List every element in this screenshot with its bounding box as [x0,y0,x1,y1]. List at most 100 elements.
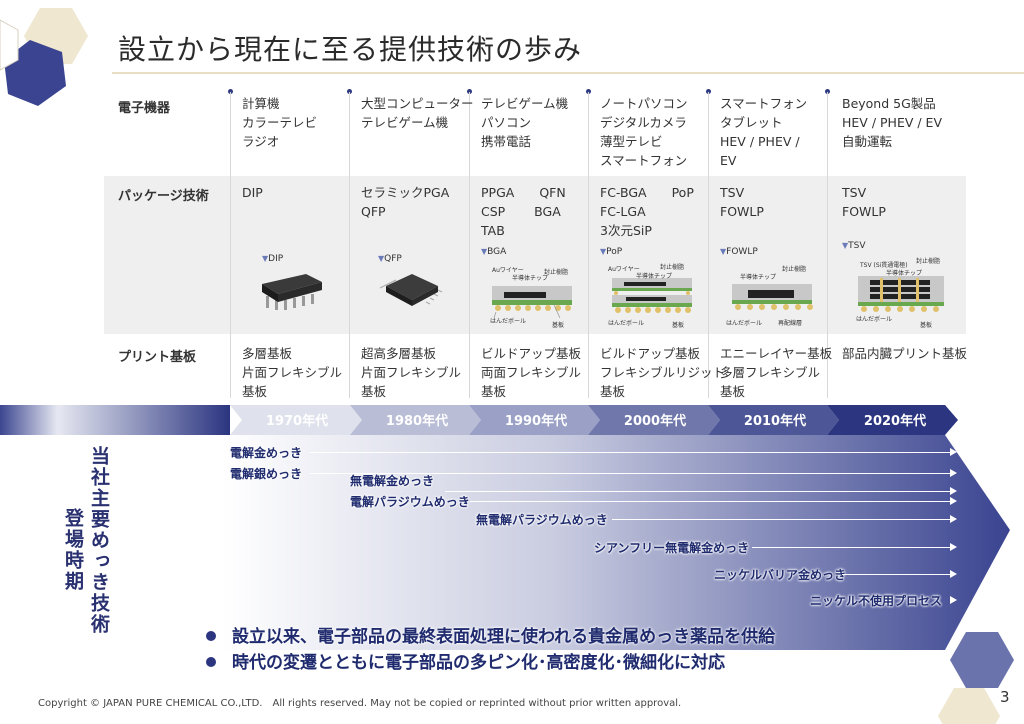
tech-arrow-head [950,497,957,505]
tech-arrow-head [950,596,957,604]
tech-arrow-head [950,469,957,477]
package-image-label: ▼TSV [842,241,866,251]
diagram-label: はんだボール [726,320,763,327]
summary-bullet: 設立以来、電子部品の最終表面処理に使われる貴金属めっき薬品を供給 [206,622,775,647]
vertical-label-main: 当社主要めっき技術 [88,446,110,635]
column-dot [467,89,472,94]
tech-arrow-head [950,448,957,456]
diagram-label: 半導体チップ [886,270,923,277]
pcb-cell: エニーレイヤー基板多層フレキシブル基板 [720,346,833,399]
tech-item: 電解パラジウムめっき [350,495,470,509]
tech-arrow-head [950,570,957,578]
vertical-label-sub: 登場時期 [62,508,84,592]
tech-arrow-line [310,473,950,474]
tech-item: シアンフリー無電解金めっき [594,541,750,555]
tech-arrow-head [950,515,957,523]
pcb-cell: ビルドアップ基板両面フレキシブル基板 [481,346,582,399]
column-dot [347,89,352,94]
decade-label: 2000年代 [623,414,687,429]
tech-item: 電解銀めっき [230,467,303,481]
diagram-label: 半導体チップ [740,274,777,281]
package-image-label: ▼BGA [481,247,507,257]
tech-arrow-line [470,501,950,502]
tech-arrow-line [445,491,950,492]
tech-item: 無電解パラジウムめっき [476,513,608,527]
package-image-label: ▼DIP [262,254,284,264]
diagram-label: 基板 [552,322,565,329]
package-cell: DIP [242,185,263,200]
diagram-label: はんだボール [490,318,527,325]
decade-label: 2010年代 [743,414,807,429]
technology-timeline-arrow [0,435,1010,650]
devices-cell: ノートパソコンデジタルカメラ薄型テレビスマートフォン [600,96,688,168]
tech-arrow-line [612,519,950,520]
diagram-label: 半導体チップ [636,273,673,280]
summary-bullet: 時代の変遷とともに電子部品の多ピン化･高密度化･微細化に対応 [206,648,725,673]
pcb-cell: 部品内臓プリント基板 [842,346,968,361]
diagram-label: 半導体チップ [512,275,549,282]
column-line [827,92,828,398]
pcb-cell: ビルドアップ基板フレキシブルリジット基板 [600,346,726,399]
qfp-chip-image [379,274,443,306]
tech-arrow-line [310,452,950,453]
devices-cell: テレビゲーム機パソコン携帯電話 [481,96,569,149]
row-label-pcb: プリント基板 [118,350,197,365]
diagram-label: 再配線層 [778,320,803,327]
tech-arrow-head [950,487,957,495]
column-dot [706,89,711,94]
diagram-label: 封止樹脂 [660,264,685,271]
tech-arrow-line [842,574,950,575]
package-image-label: ▼PoP [600,247,623,257]
diagram-label: 基板 [920,322,933,329]
package-image-label: ▼FOWLP [720,247,758,257]
diagram-label: 封止樹脂 [544,269,569,276]
decor-hexagons-bottom-right [938,632,1014,724]
column-dot [825,89,830,94]
title-underline [112,72,1024,74]
tech-item: ニッケルバリア金めっき [714,568,847,582]
column-line [230,92,231,398]
column-dot [586,89,591,94]
tech-item: 電解金めっき [230,446,303,460]
column-line [588,92,589,398]
decade-label: 2020年代 [863,414,927,429]
pcb-cell: 超高多層基板片面フレキシブル基板 [361,346,462,399]
dip-chip-image [262,274,322,310]
page-number: 3 [1000,688,1010,706]
diagram-label: Auワイヤー [608,266,640,273]
column-line [349,92,350,398]
timeline-band [0,405,958,435]
devices-cell: 大型コンピューターテレビゲーム機 [361,96,474,130]
diagram-label: TSV (Si貫通電極) [860,262,908,269]
bga-diagram-image [492,286,572,319]
devices-cell: 計算機カラーテレビラジオ [242,96,318,149]
row-label-devices: 電子機器 [118,101,171,116]
tech-item: ニッケル不使用プロセス [810,594,943,608]
decade-label: 1970年代 [265,414,329,429]
column-line [708,92,709,398]
diagram-label: Auワイヤー [492,267,524,274]
diagram-label: 基板 [672,322,685,329]
pop-diagram-image [612,278,692,313]
tsv-diagram-image [858,276,944,312]
diagram-label: はんだボール [856,316,893,323]
decor-hexagons-top-left [0,8,88,106]
copyright-footer: Copyright © JAPAN PURE CHEMICAL CO.,LTD.… [38,698,682,709]
diagram-label: はんだボール [608,320,645,327]
decade-label: 1990年代 [504,414,568,429]
fowlp-diagram-image [732,284,813,310]
package-row-band [104,176,966,334]
tech-arrow-line [752,547,950,548]
tech-item: 無電解金めっき [350,474,435,488]
column-dot [228,89,233,94]
diagram-label: 封止樹脂 [782,266,807,273]
page-title: 設立から現在に至る提供技術の歩み [118,33,583,66]
row-label-package: パッケージ技術 [118,189,209,204]
